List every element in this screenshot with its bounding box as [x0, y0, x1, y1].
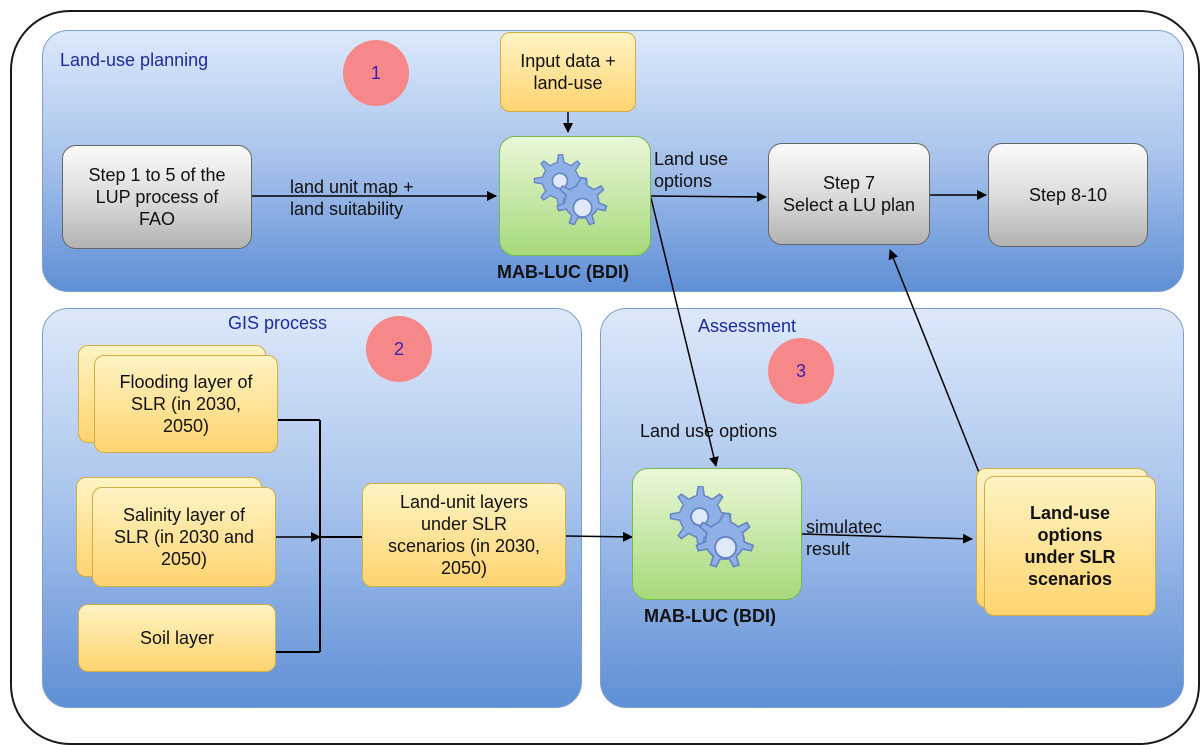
badge-step-1: 1	[343, 40, 409, 106]
bracket-gis-layers	[276, 419, 362, 653]
panel-title-gis-process: GIS process	[228, 313, 328, 333]
gear-icon	[669, 486, 755, 568]
arrow-landunit-to-mabluc	[565, 531, 633, 542]
gear-icon	[533, 154, 608, 226]
connector-layer	[252, 112, 987, 653]
node-soil-layer: Soil layer	[78, 604, 276, 672]
node-land-use-options-slr: Land-use options under SLR scenarios	[984, 476, 1156, 616]
edge-label-land-unit-map: land unit map + land suitability	[290, 177, 414, 219]
node-mabluc-bottom	[632, 468, 802, 600]
badge-step-3: 3	[768, 338, 834, 404]
label-mabluc-top: MAB-LUC (BDI)	[497, 262, 629, 282]
badge-step-2: 2	[366, 316, 432, 382]
edge-label-land-use-options-mid: Land use options	[640, 421, 778, 441]
node-step-1-to-5: Step 1 to 5 of the LUP process of FAO	[62, 145, 252, 249]
node-salinity-layer: Salinity layer of SLR (in 2030 and 2050)	[92, 487, 276, 587]
node-flooding-layer: Flooding layer of SLR (in 2030, 2050)	[94, 355, 278, 453]
arrow-mabluc-top-to-mabluc-bottom	[650, 197, 719, 467]
node-land-unit-layers: Land-unit layers under SLR scenarios (in…	[362, 483, 566, 587]
panel-title-land-use-planning: Land-use planning	[60, 50, 209, 70]
node-step-8-10: Step 8-10	[988, 143, 1148, 247]
arrow-mabluc-to-step7	[650, 191, 767, 202]
label-mabluc-bottom: MAB-LUC (BDI)	[644, 606, 776, 626]
edge-label-simulated-result: simulatec result	[806, 517, 883, 559]
arrow-slr-options-to-step7	[888, 249, 983, 481]
node-input-data: Input data + land-use	[500, 32, 636, 112]
panel-title-assessment: Assessment	[698, 316, 797, 336]
node-step-7: Step 7 Select a LU plan	[768, 143, 930, 245]
arrow-mabluc-to-slr-options	[801, 533, 973, 544]
node-mabluc-top	[499, 136, 651, 256]
edge-label-land-use-options-top: Land use options	[654, 149, 729, 191]
